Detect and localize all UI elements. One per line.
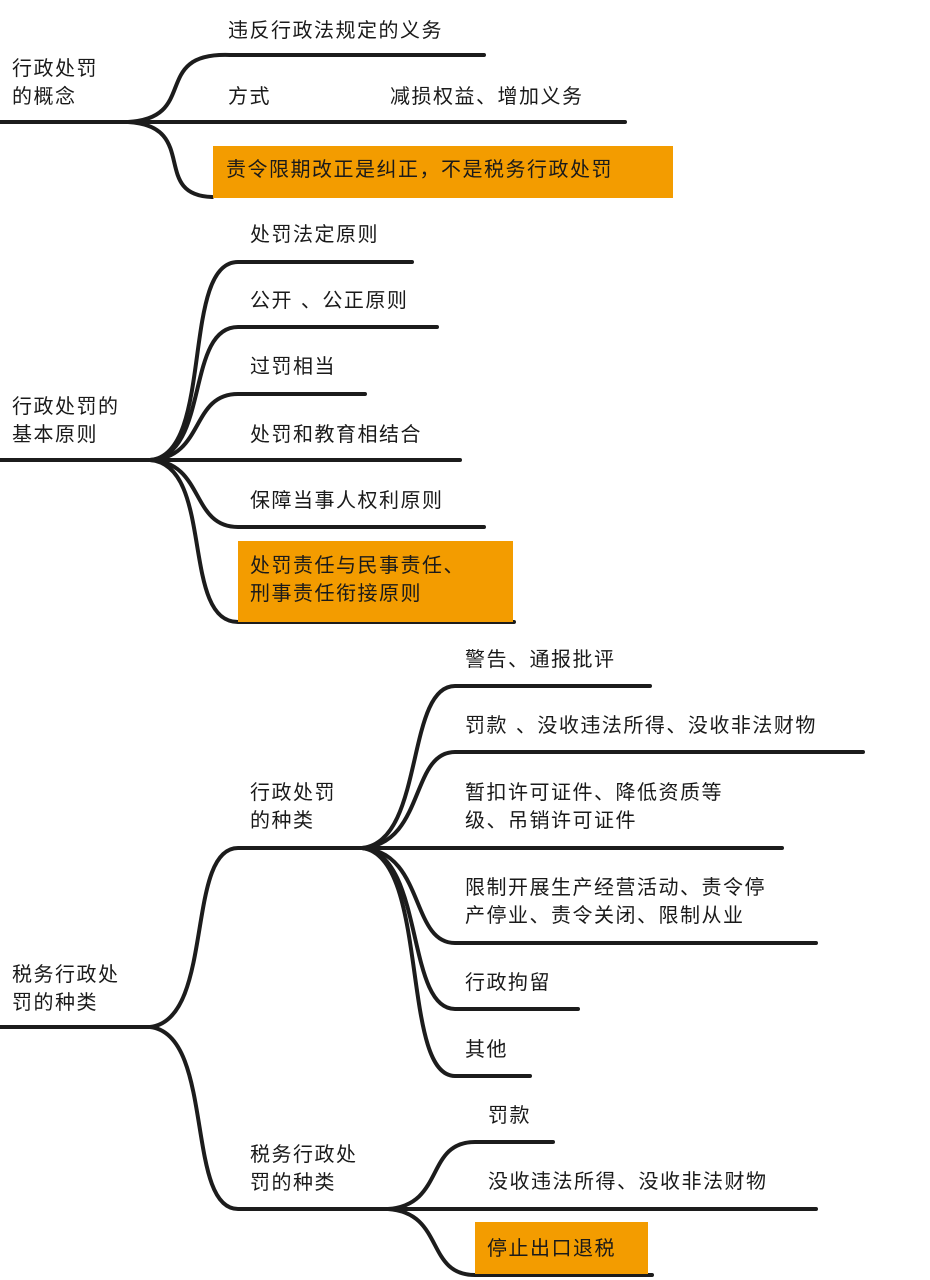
connector: [148, 458, 516, 624]
leaf-node: 没收违法所得、没收非法财物: [488, 1169, 768, 1193]
connector: [360, 684, 652, 850]
connector: [148, 260, 414, 462]
connector: [148, 846, 364, 1029]
leaf-node: 保障当事人权利原则: [250, 488, 444, 512]
leaf-node: 方式: [228, 84, 271, 108]
leaf-node: 过罚相当: [250, 354, 336, 378]
connector: [360, 750, 865, 850]
root-node: 行政处罚的基本原则: [12, 394, 120, 446]
leaf-node: 行政拘留: [465, 970, 551, 994]
branch-node: 税务行政处罚的种类: [250, 1142, 358, 1194]
leaf-node: 限制开展生产经营活动、责令停产停业、责令关闭、限制从业: [465, 875, 766, 927]
leaf-node: 罚款: [488, 1103, 531, 1127]
connector: [126, 52, 486, 124]
root-node: 税务行政处罚的种类: [12, 962, 120, 1014]
highlight-node: 责令限期改正是纠正，不是税务行政处罚: [213, 146, 673, 198]
leaf-node: 公开 、公正原则: [250, 288, 409, 312]
leaf-node: 暂扣许可证件、降低资质等级、吊销许可证件: [465, 780, 723, 832]
connector: [386, 1140, 555, 1211]
connector: [148, 458, 486, 529]
highlight-node: 停止出口退税: [475, 1222, 648, 1274]
leaf-node: 警告、通报批评: [465, 647, 616, 671]
connector: [360, 846, 532, 1078]
connector: [148, 325, 439, 462]
branch-node: 行政处罚的种类: [250, 780, 336, 832]
highlight-node: 处罚责任与民事责任、 刑事责任衔接原则: [238, 541, 513, 622]
leaf-node: 其他: [465, 1037, 508, 1061]
leaf-node: 减损权益、增加义务: [390, 84, 584, 108]
connector: [360, 846, 818, 945]
leaf-node: 处罚和教育相结合: [250, 422, 422, 446]
leaf-node: 违反行政法规定的义务: [228, 18, 443, 42]
connector: [386, 1207, 654, 1277]
connector: [148, 392, 367, 462]
connector: [126, 120, 214, 199]
connector: [148, 1025, 390, 1211]
root-node: 行政处罚的概念: [12, 56, 98, 108]
leaf-node: 罚款 、没收违法所得、没收非法财物: [465, 713, 817, 737]
leaf-node: 处罚法定原则: [250, 222, 379, 246]
